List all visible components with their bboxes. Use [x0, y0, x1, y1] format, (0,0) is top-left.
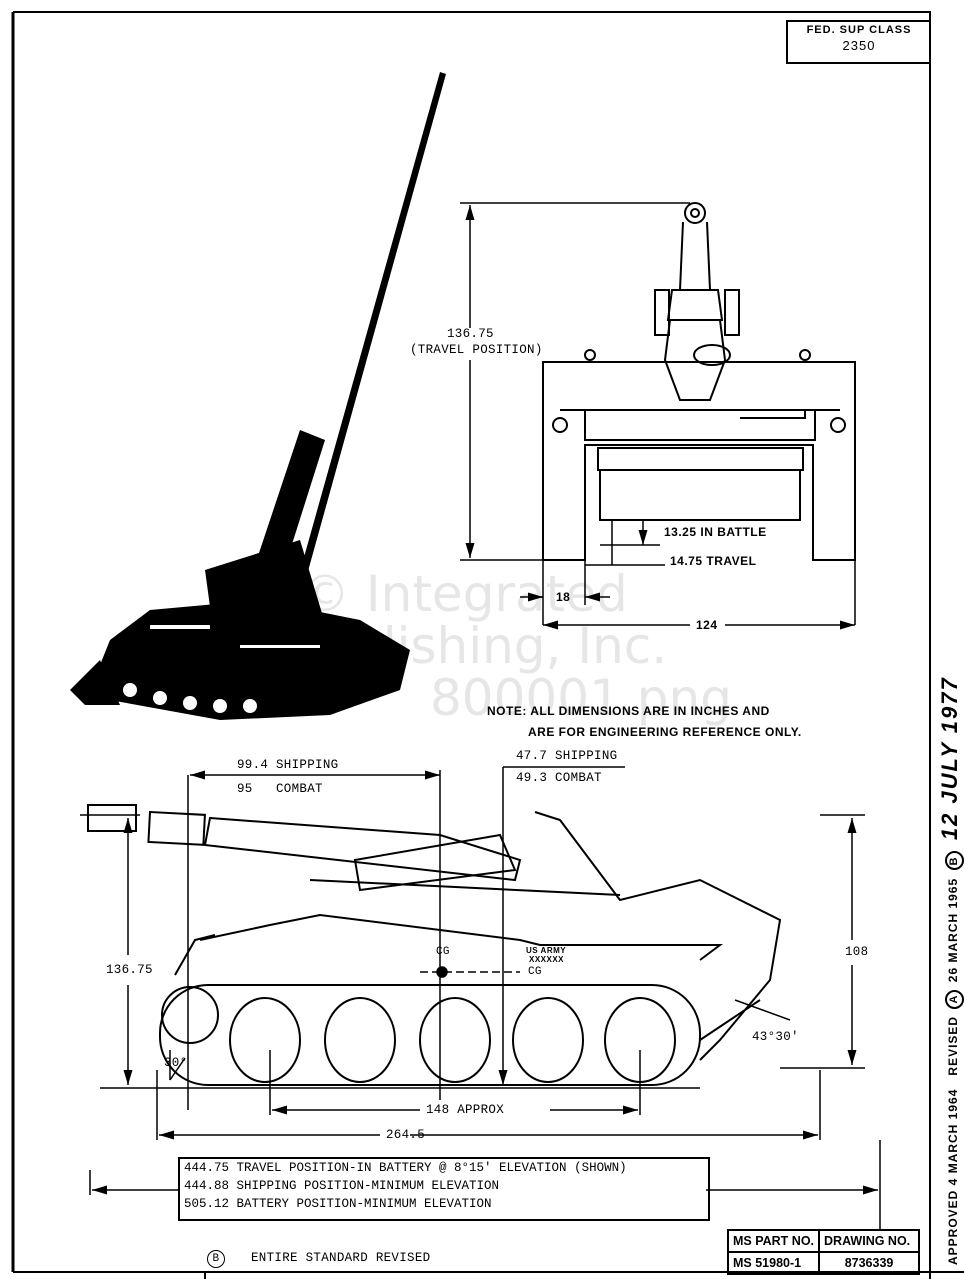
marking-serial: XXXXXX [529, 955, 565, 964]
rev-b-symbol: B [945, 851, 964, 871]
front-overhang-shipping: 99.4 SHIPPING [237, 758, 339, 772]
height-right: 108 [845, 945, 869, 959]
rev-a-date: 26 MARCH 1965 [946, 877, 960, 983]
departure-angle: 43°30' [752, 1030, 799, 1044]
marking-us-army: US ARMY [526, 946, 567, 955]
side-view-dimensions [80, 766, 881, 1230]
part-no-value: MS 51980-1 [726, 1251, 821, 1275]
track-width: 18 [556, 590, 571, 604]
height-left: 136.75 [106, 963, 153, 977]
overall-length-travel: 444.75 TRAVEL POSITION-IN BATTERY @ 8°15… [184, 1161, 627, 1175]
approach-angle: 30° [164, 1056, 188, 1070]
watermark-line: © Integrated [300, 565, 628, 623]
note-line-1: NOTE: ALL DIMENSIONS ARE IN INCHES AND [487, 704, 770, 718]
title-block: MS PART NO. DRAWING NO. MS 51980-1 87363… [726, 1229, 921, 1275]
overall-length-shipping: 444.88 SHIPPING POSITION-MINIMUM ELEVATI… [184, 1179, 500, 1193]
track-contact-length: 148 APPROX [426, 1103, 505, 1117]
cg-combat: 49.3 COMBAT [516, 771, 602, 785]
watermark-line: 800001.png [430, 669, 732, 727]
hull-length: 264.5 [386, 1128, 426, 1142]
revised-label: REVISED [946, 1015, 960, 1076]
clearance-travel: 14.75 TRAVEL [670, 554, 757, 568]
drawing-no-label: DRAWING NO. [818, 1229, 921, 1253]
revision-note: B ENTIRE STANDARD REVISED [207, 1250, 430, 1268]
overall-length-box: 444.75 TRAVEL POSITION-IN BATTERY @ 8°15… [178, 1157, 710, 1221]
overall-length-battery: 505.12 BATTERY POSITION-MINIMUM ELEVATIO… [184, 1197, 492, 1211]
approved-date: APPROVED 4 MARCH 1964 [946, 1088, 960, 1265]
front-view-dimensions [460, 202, 856, 630]
front-overhang-combat: 95 COMBAT [237, 782, 323, 796]
fed-sup-class-value: 2350 [842, 38, 876, 53]
front-height-note: (TRAVEL POSITION) [410, 343, 543, 357]
rev-b-date: 12 JULY 1977 [937, 676, 962, 841]
cg-label-1: CG [436, 946, 450, 958]
front-view [542, 202, 856, 561]
front-height-dim: 136.75 [447, 327, 494, 341]
overall-width: 124 [696, 618, 718, 632]
drawing-no-value: 8736339 [818, 1251, 921, 1275]
vehicle-photo [70, 72, 446, 720]
note-line-2: ARE FOR ENGINEERING REFERENCE ONLY. [528, 725, 802, 739]
fed-sup-class-box: FED. SUP CLASS 2350 [786, 20, 930, 64]
revision-b-symbol: B [207, 1250, 225, 1268]
cg-shipping: 47.7 SHIPPING [516, 749, 618, 763]
page-border [13, 11, 931, 1279]
side-view [87, 804, 782, 1086]
clearance-battle: 13.25 IN BATTLE [664, 525, 767, 539]
rev-a-symbol: A [945, 989, 964, 1009]
cg-label-2: CG [528, 966, 542, 978]
approval-strip: APPROVED 4 MARCH 1964 REVISED A 26 MARCH… [937, 676, 964, 1265]
fed-sup-class-label: FED. SUP CLASS [806, 24, 912, 36]
revision-note-text: ENTIRE STANDARD REVISED [251, 1251, 431, 1265]
part-no-label: MS PART NO. [726, 1229, 821, 1253]
